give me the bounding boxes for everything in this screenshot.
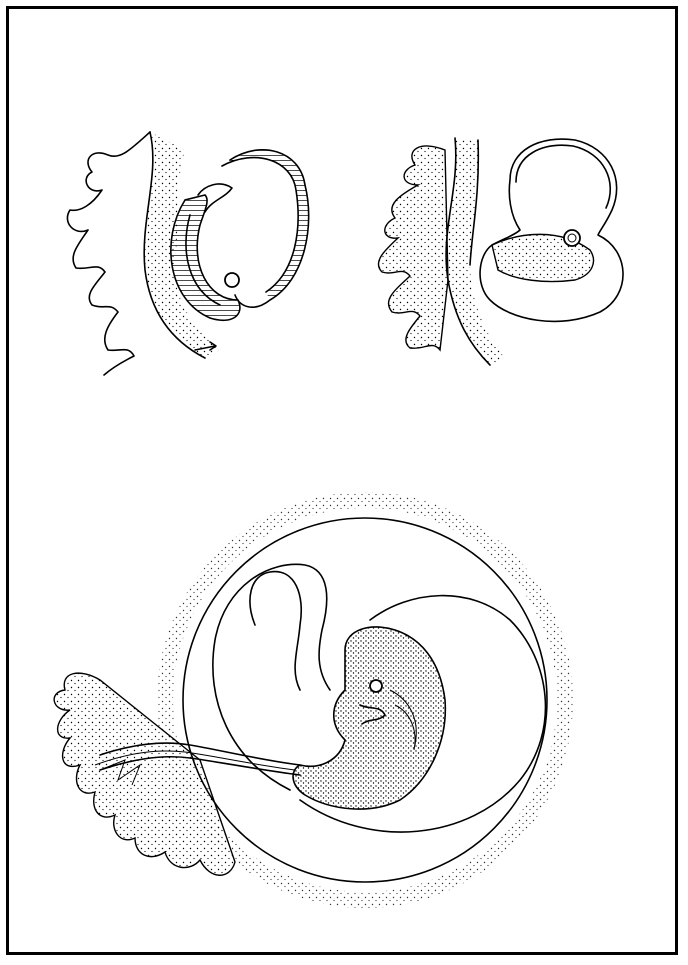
early-stage-panel <box>67 132 308 375</box>
late-stage-panel <box>54 500 565 900</box>
middle-stage-panel <box>378 138 623 365</box>
